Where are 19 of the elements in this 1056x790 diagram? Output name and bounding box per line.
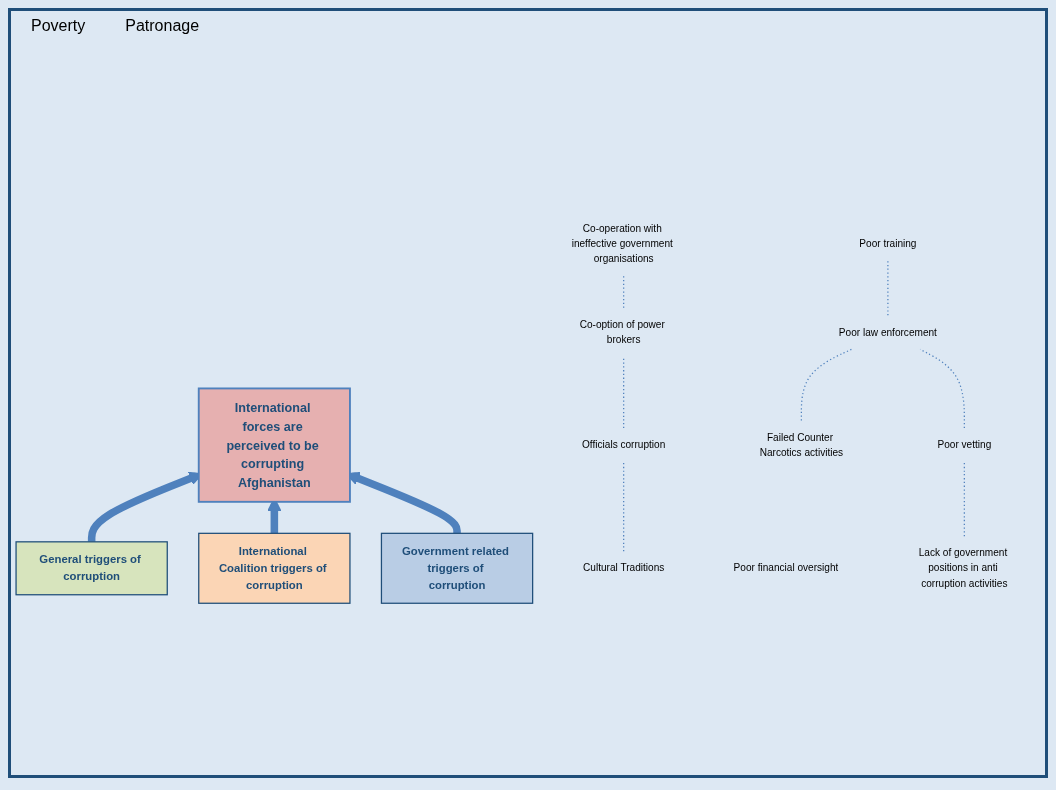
node-text: Poor vetting — [937, 439, 992, 451]
node-text: Poor training — [859, 238, 917, 250]
text-label: Poverty — [31, 17, 86, 35]
node-box: General triggers of corruption — [15, 541, 168, 596]
node-box: International Coalition triggers of corruption — [198, 533, 351, 605]
node-text: Failed Counter Narcotics activities — [759, 432, 844, 459]
node-box: Government related triggers of corruption — [380, 533, 534, 605]
text-label: Patronage — [125, 17, 200, 35]
node-text: Cultural Traditions — [583, 562, 665, 574]
node-box: International forces are perceived to be corrupting Afghanistan — [197, 387, 351, 504]
node-text: Officials corruption — [582, 439, 666, 451]
node-text: Co-operation with ineffective government organisations — [571, 223, 673, 265]
node-text: Lack of government positions in anti corruption activities — [918, 547, 1008, 589]
node-text: Poor financial oversight — [733, 562, 839, 574]
node-text: Co-option of power brokers — [579, 319, 665, 346]
connector — [963, 461, 965, 538]
node-text: Poor law enforcement — [838, 327, 937, 338]
connector — [919, 349, 965, 430]
connector — [623, 276, 625, 309]
